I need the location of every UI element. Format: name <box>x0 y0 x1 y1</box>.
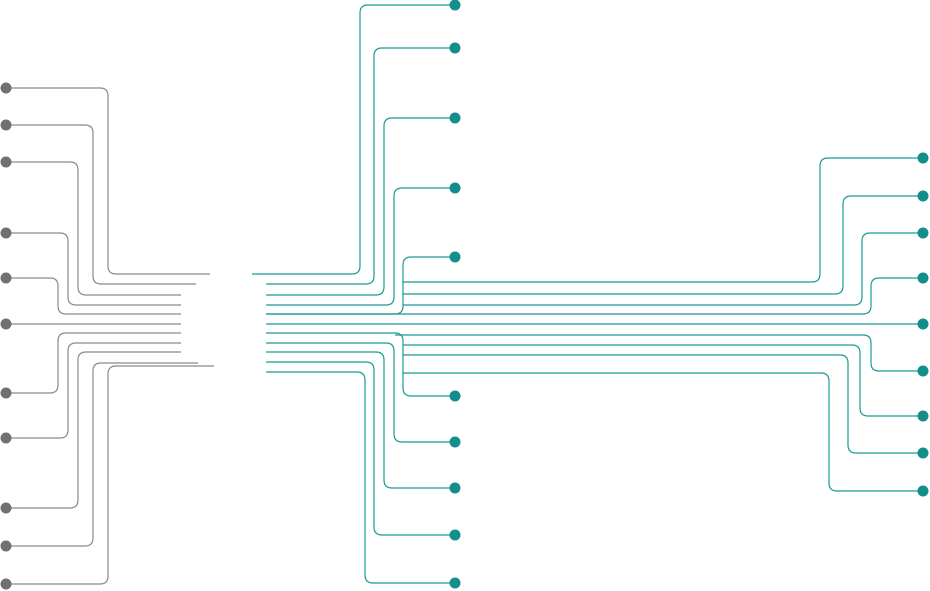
input-connector-line <box>6 124 196 285</box>
input-node[interactable] <box>0 432 12 444</box>
input-connector-line <box>6 365 214 585</box>
right-output-node[interactable] <box>917 447 929 459</box>
right-output-line <box>395 334 923 372</box>
bottom-output-line <box>266 371 455 584</box>
input-node[interactable] <box>0 272 12 284</box>
top-output-line <box>266 117 455 296</box>
top-output-node[interactable] <box>449 182 461 194</box>
right-output-line <box>403 344 923 417</box>
right-output-node[interactable] <box>917 365 929 377</box>
right-output-line <box>403 195 923 295</box>
input-node[interactable] <box>0 119 12 131</box>
right-output-line <box>403 354 923 454</box>
input-node[interactable] <box>0 82 12 94</box>
bottom-output-line <box>266 332 455 397</box>
input-node[interactable] <box>0 540 12 552</box>
input-connector-line <box>6 87 210 275</box>
top-output-line <box>266 187 455 306</box>
right-output-node[interactable] <box>917 318 929 330</box>
input-connector-line <box>6 351 181 509</box>
right-output-node[interactable] <box>917 190 929 202</box>
bottom-output-line <box>266 351 455 489</box>
input-connector-line <box>6 161 181 296</box>
right-output-line <box>403 157 923 283</box>
top-output-node[interactable] <box>449 42 461 54</box>
right-output-node[interactable] <box>917 272 929 284</box>
bottom-output-node[interactable] <box>449 482 461 494</box>
input-node[interactable] <box>0 387 12 399</box>
input-node[interactable] <box>0 318 12 330</box>
right-output-node[interactable] <box>917 227 929 239</box>
input-connector-line <box>6 232 181 306</box>
top-output-node[interactable] <box>449 251 461 263</box>
bottom-output-node[interactable] <box>449 529 461 541</box>
input-node[interactable] <box>0 502 12 514</box>
top-output-line <box>252 4 455 275</box>
bottom-output-node[interactable] <box>449 390 461 402</box>
bottom-output-line <box>266 342 455 443</box>
right-output-node[interactable] <box>917 410 929 422</box>
right-output-line <box>403 372 923 492</box>
right-output-line <box>266 277 923 315</box>
right-output-line <box>403 232 923 306</box>
right-output-node[interactable] <box>917 485 929 497</box>
input-node[interactable] <box>0 156 12 168</box>
input-connector-line <box>6 362 198 547</box>
input-connector-line <box>6 342 181 439</box>
input-connector-line <box>6 277 181 315</box>
top-output-node[interactable] <box>449 112 461 124</box>
right-output-node[interactable] <box>917 152 929 164</box>
bottom-output-node[interactable] <box>449 436 461 448</box>
input-node[interactable] <box>0 227 12 239</box>
input-node[interactable] <box>0 578 12 590</box>
input-connector-line <box>6 332 181 394</box>
bottom-output-line <box>266 361 455 536</box>
top-output-node[interactable] <box>449 0 461 11</box>
top-output-line <box>266 47 455 285</box>
bottom-output-node[interactable] <box>449 577 461 589</box>
